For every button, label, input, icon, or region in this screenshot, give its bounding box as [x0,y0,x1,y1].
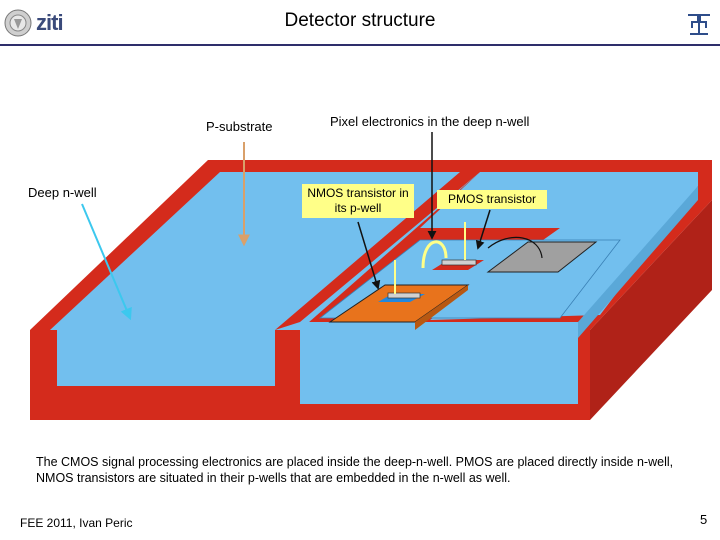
nmos-label: NMOS transistor in its p-well [302,184,414,218]
pmos-arrow [475,209,491,250]
loop-wire [421,240,448,269]
university-seal-icon [4,8,32,43]
deep-nwell-label: Deep n-well [28,185,97,200]
pmos-label: PMOS transistor [437,190,547,209]
footer-author: FEE 2011, Ivan Peric [20,516,133,530]
institute-logo-icon [686,12,712,43]
nmos-arrow [357,221,381,290]
pmos-gate [432,259,484,270]
description-paragraph: The CMOS signal processing electronics a… [36,455,674,485]
p-substrate-label: P-substrate [206,119,273,134]
deep-nwell-arrow [81,203,132,321]
header-divider [0,44,720,46]
ziti-logo: ziti [36,10,64,35]
page-number: 5 [700,512,708,527]
pixel-electronics-label: Pixel electronics in the deep n-well [330,114,530,129]
pad-connector [487,236,543,259]
nmos-p-well [328,284,470,330]
page-title: Detector structure [284,10,436,31]
